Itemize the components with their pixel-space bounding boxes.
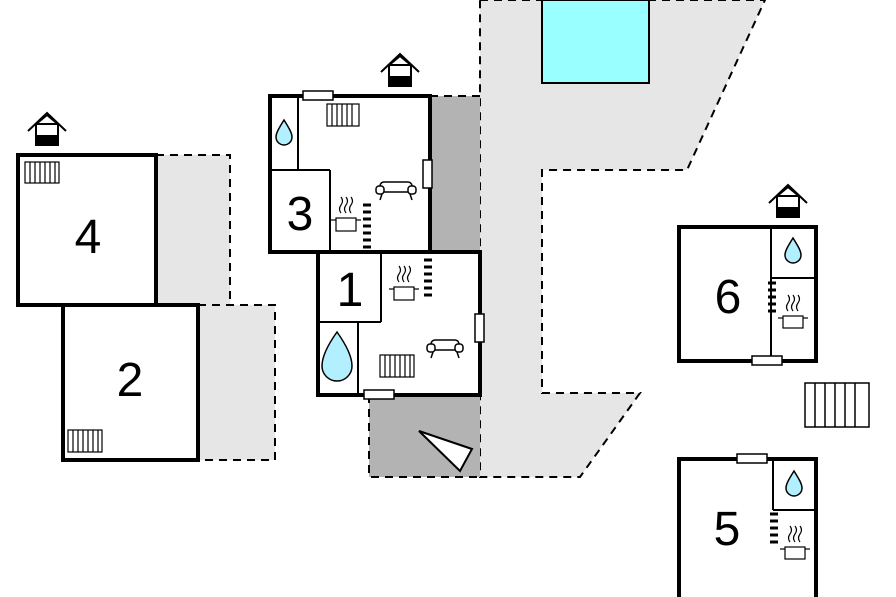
terrace-room2 [198,304,276,461]
house-icon [768,183,808,218]
cooking-pot-icon [780,525,810,560]
terrace-room4 [156,154,231,305]
heater-icon [24,161,60,184]
stove-marks [768,281,776,313]
room-1: 1 [337,264,364,317]
room-5-label: 5 [714,503,741,556]
room-2-label: 2 [117,354,144,407]
room-6-label: 6 [715,271,742,324]
stairs-icon [804,382,870,428]
cooking-pot-icon [389,265,419,301]
stove-marks [770,512,778,544]
door-swing-icon [418,430,474,473]
stove-marks [363,203,371,249]
water-drop-icon [785,469,803,497]
pool [541,0,650,84]
heater-icon [379,354,415,378]
cooking-pot-icon [331,196,361,232]
water-drop-icon [784,236,802,264]
sofa-icon [426,339,464,359]
water-drop-icon [321,330,353,382]
cooking-pot-icon [778,294,808,329]
terrace-covered-top [430,95,480,252]
window-icon [302,90,783,464]
room-3-label: 3 [287,188,314,241]
room-1-label: 1 [337,264,364,317]
water-drop-icon [275,118,293,146]
heater-icon [326,103,360,127]
stove-marks [424,258,432,297]
house-icon [27,111,67,146]
sofa-icon [375,181,417,201]
house-icon [380,52,420,87]
heater-icon [67,429,103,453]
terrace-main [479,0,767,478]
room-4-label: 4 [75,211,102,264]
room-3: 3 [287,188,314,241]
